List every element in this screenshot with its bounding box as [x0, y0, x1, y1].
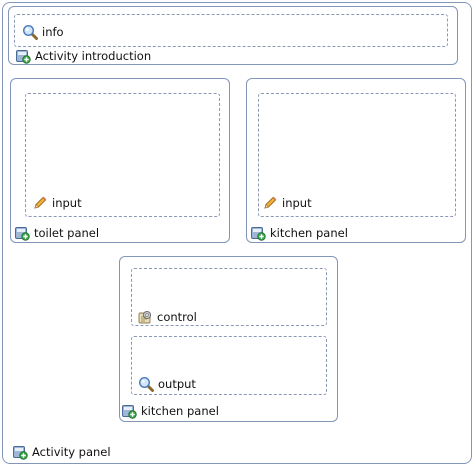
output-slot-text: output: [158, 377, 196, 391]
kitchen-top-input-slot[interactable]: [258, 93, 456, 217]
kitchen-panel-top[interactable]: [246, 78, 466, 243]
control-slot[interactable]: [131, 268, 327, 326]
activity-introduction-panel[interactable]: [8, 6, 458, 65]
info-slot[interactable]: [14, 14, 448, 47]
panel-add-icon: [12, 444, 28, 460]
toilet-panel-label: toilet panel: [14, 225, 99, 241]
activity-panel-label: Activity panel: [12, 444, 111, 460]
magnifier-icon: [22, 24, 38, 40]
info-slot-text: info: [42, 25, 64, 39]
kitchen-panel-top-text: kitchen panel: [270, 226, 348, 240]
kitchen-top-input-label: input: [262, 195, 312, 211]
magnifier-icon: [138, 376, 154, 392]
output-slot[interactable]: [131, 336, 327, 395]
panel-add-icon: [15, 48, 31, 64]
kitchen-panel-top-label: kitchen panel: [250, 225, 348, 241]
kitchen-panel-bottom-text: kitchen panel: [141, 404, 219, 418]
activity-introduction-label: Activity introduction: [15, 48, 151, 64]
output-slot-label: output: [138, 376, 196, 392]
toilet-input-label: input: [32, 195, 82, 211]
pencil-icon: [32, 195, 48, 211]
kitchen-panel-bottom-label: kitchen panel: [121, 403, 219, 419]
info-slot-label: info: [22, 24, 64, 40]
panel-add-icon: [14, 225, 30, 241]
toilet-panel[interactable]: [10, 78, 230, 243]
gear-box-icon: [137, 309, 153, 325]
control-slot-text: control: [157, 310, 197, 324]
kitchen-top-input-text: input: [282, 196, 312, 210]
panel-add-icon: [250, 225, 266, 241]
toilet-input-text: input: [52, 196, 82, 210]
control-slot-label: control: [137, 309, 197, 325]
pencil-icon: [262, 195, 278, 211]
panel-add-icon: [121, 403, 137, 419]
activity-panel-text: Activity panel: [32, 445, 111, 459]
toilet-panel-text: toilet panel: [34, 226, 100, 240]
activity-introduction-text: Activity introduction: [35, 49, 152, 63]
toilet-input-slot[interactable]: [25, 93, 220, 217]
